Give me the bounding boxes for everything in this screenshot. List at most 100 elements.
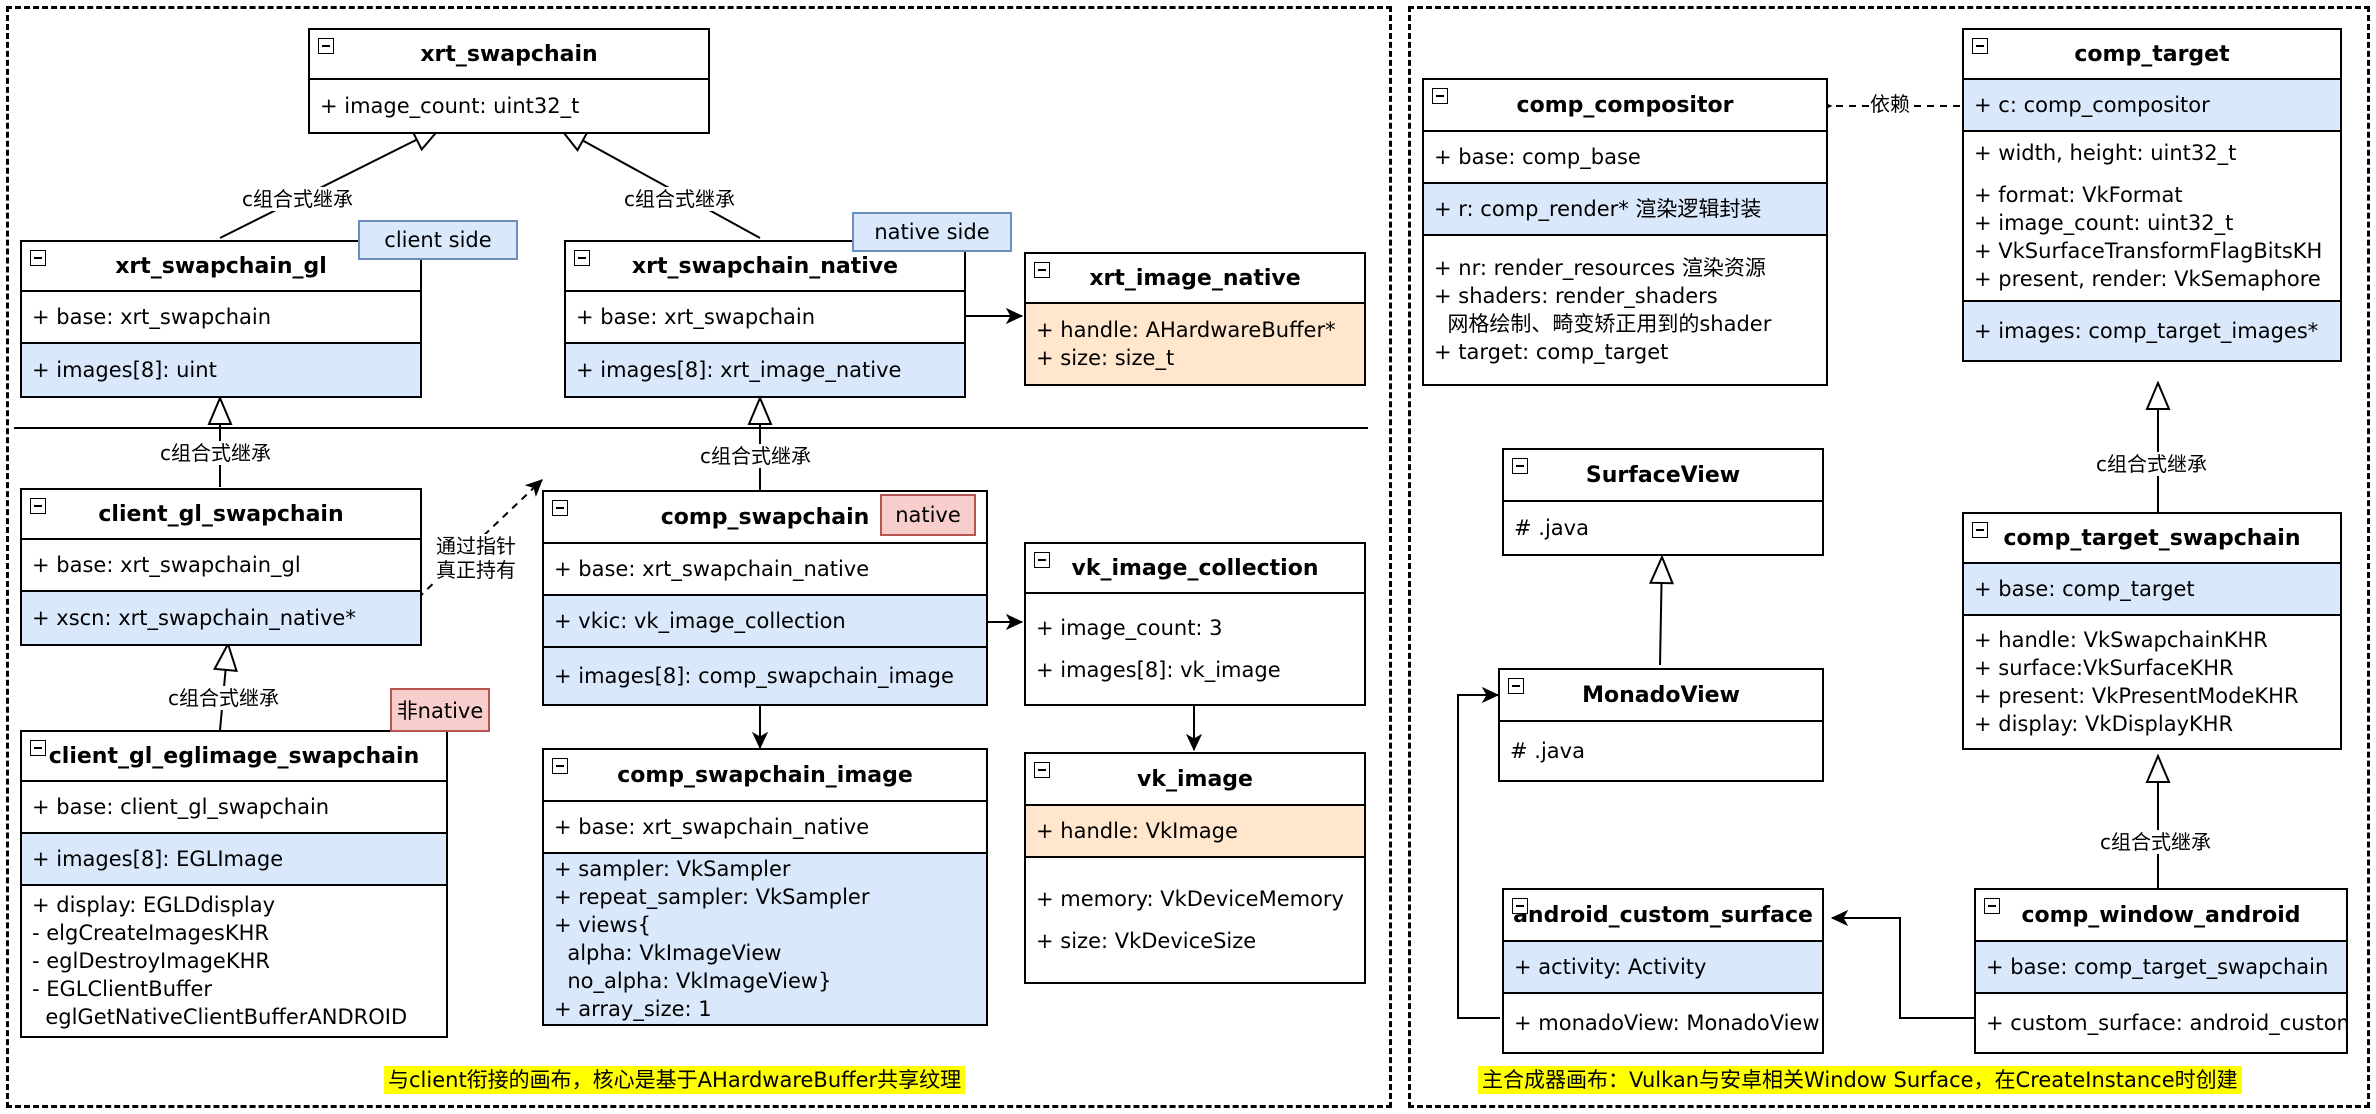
class-title-text: vk_image: [1137, 766, 1253, 792]
class-title-text: SurfaceView: [1585, 462, 1741, 488]
class-section: # .java: [1500, 722, 1822, 780]
class-section: + c: comp_compositor: [1964, 80, 2340, 132]
member-line: + r: comp_render* 渲染逻辑封装: [1434, 197, 1762, 221]
class-comp-window-android: comp_window_android+ base: comp_target_s…: [1974, 888, 2348, 1054]
member-line: eglGetNativeClientBufferANDROID: [32, 1005, 408, 1029]
member-line: + c: comp_compositor: [1974, 93, 2210, 117]
right-caption: 主合成器画布：Vulkan与安卓相关Window Surface，在Create…: [1478, 1066, 2242, 1094]
client-side-note: client side: [358, 220, 518, 260]
class-title: android_custom_surface: [1504, 890, 1822, 942]
class-title-text: xrt_swapchain_gl: [115, 253, 327, 279]
member-line: + image_count: 3: [1036, 616, 1223, 640]
collapse-icon[interactable]: [1034, 552, 1050, 568]
collapse-icon[interactable]: [1972, 522, 1988, 538]
class-section: + width, height: uint32_t + format: VkFor…: [1964, 132, 2340, 302]
collapse-icon[interactable]: [1034, 762, 1050, 778]
collapse-icon[interactable]: [574, 250, 590, 266]
right-panel: [1408, 6, 2370, 1108]
class-comp-compositor: comp_compositor+ base: comp_base+ r: com…: [1422, 78, 1828, 386]
class-section: + r: comp_render* 渲染逻辑封装: [1424, 184, 1826, 236]
member-line: + base: xrt_swapchain_gl: [32, 553, 301, 577]
class-section: + base: xrt_swapchain_native: [544, 544, 986, 596]
member-line: + images: comp_target_images*: [1974, 319, 2319, 343]
member-line: + vkic: vk_image_collection: [554, 609, 846, 633]
collapse-icon[interactable]: [1984, 898, 2000, 914]
member-line: + handle: VkImage: [1036, 819, 1238, 843]
member-line: + base: xrt_swapchain: [32, 305, 272, 329]
class-section: + vkic: vk_image_collection: [544, 596, 986, 648]
class-monadoview: MonadoView# .java: [1498, 668, 1824, 782]
collapse-icon[interactable]: [30, 740, 46, 756]
class-section: + custom_surface: android_custom: [1976, 994, 2346, 1052]
member-line: + VkSurfaceTransformFlagBitsKH: [1974, 239, 2323, 263]
collapse-icon[interactable]: [30, 250, 46, 266]
member-line: + present, render: VkSemaphore: [1974, 267, 2321, 291]
member-line: + image_count: uint32_t: [1974, 211, 2234, 235]
member-line: + width, height: uint32_t: [1974, 141, 2237, 165]
collapse-icon[interactable]: [1034, 262, 1050, 278]
class-title-text: xrt_swapchain: [420, 41, 598, 67]
class-xrt-image-native: xrt_image_native + handle: AHardwareBuffe…: [1024, 252, 1366, 386]
member-line: + images[8]: uint: [32, 358, 217, 382]
native-note: native: [880, 494, 976, 536]
member-line: + handle: AHardwareBuffer*: [1036, 318, 1336, 342]
class-section: # .java: [1504, 502, 1822, 554]
class-section: + nr: render_resources 渲染资源+ shaders: re…: [1424, 236, 1826, 384]
class-comp-swapchain-image: comp_swapchain_image+ base: xrt_swapchai…: [542, 748, 988, 1026]
class-vk-image-collection: vk_image_collection+ image_count: 3+ ima…: [1024, 542, 1366, 706]
member-line: - elgCreateImagesKHR: [32, 921, 269, 945]
inherit-label: c组合式继承: [624, 187, 735, 211]
collapse-icon[interactable]: [30, 498, 46, 514]
class-title-text: comp_window_android: [2021, 902, 2301, 928]
class-section: + image_count: 3+ images[8]: vk_image: [1026, 594, 1364, 704]
class-section: + base: comp_base: [1424, 132, 1826, 184]
class-vk-image: vk_image + handle: VkImage + memory: VkDev…: [1024, 752, 1366, 984]
non-native-note: 非native: [390, 688, 490, 732]
member-line: + base: client_gl_swapchain: [32, 795, 330, 819]
member-line: + surface:VkSurfaceKHR: [1974, 656, 2234, 680]
class-title-text: comp_target_swapchain: [2003, 525, 2301, 551]
class-section: + base: comp_target: [1964, 564, 2340, 616]
class-title: comp_swapchain_image: [544, 750, 986, 802]
class-surfaceview: SurfaceView # .java: [1502, 448, 1824, 556]
class-title-text: comp_swapchain: [660, 504, 870, 530]
class-section: + base: xrt_swapchain_native: [544, 802, 986, 854]
class-section: + images: comp_target_images*: [1964, 302, 2340, 360]
member-line: + size: VkDeviceSize: [1036, 929, 1257, 953]
collapse-icon[interactable]: [1432, 88, 1448, 104]
class-xrt-swapchain-gl: xrt_swapchain_gl + base: xrt_swapchain + i…: [20, 240, 422, 398]
class-android-custom-surface: android_custom_surface + activity: Activi…: [1502, 888, 1824, 1054]
class-section: + memory: VkDeviceMemory + size: VkDevice…: [1026, 858, 1364, 982]
member-line: + present: VkPresentModeKHR: [1974, 684, 2299, 708]
class-title: comp_target_swapchain: [1964, 514, 2340, 564]
member-line: + base: xrt_swapchain: [576, 305, 816, 329]
inherit-label: c组合式继承: [2100, 830, 2211, 854]
member-line: + base: xrt_swapchain_native: [554, 557, 870, 581]
member-line: + target: comp_target: [1434, 340, 1669, 364]
class-title: SurfaceView: [1504, 450, 1822, 502]
class-title: xrt_image_native: [1026, 254, 1364, 304]
class-section: + images[8]: uint: [22, 344, 420, 396]
inherit-gl-to-xrt: [219, 128, 440, 239]
member-line: + images[8]: xrt_image_native: [576, 358, 902, 382]
collapse-icon[interactable]: [552, 500, 568, 516]
hold-label: 通过指针 真正持有: [436, 534, 516, 582]
collapse-icon[interactable]: [318, 38, 334, 54]
collapse-icon[interactable]: [1508, 678, 1524, 694]
member-line: no_alpha: VkImageView}: [554, 969, 832, 993]
collapse-icon[interactable]: [1512, 458, 1528, 474]
inherit-native-to-xrt: [560, 128, 761, 239]
collapse-icon[interactable]: [552, 758, 568, 774]
class-title-text: xrt_swapchain_native: [631, 253, 899, 279]
class-title-text: android_custom_surface: [1513, 902, 1813, 928]
member-line: + format: VkFormat: [1974, 183, 2183, 207]
member-line: + activity: Activity: [1514, 955, 1707, 979]
class-title: comp_target: [1964, 30, 2340, 80]
member-line: - EGLClientBuffer: [32, 977, 213, 1001]
inherit-label: c组合式继承: [700, 444, 811, 468]
member-line: # .java: [1510, 739, 1585, 763]
collapse-icon[interactable]: [1512, 898, 1528, 914]
class-comp-swapchain: comp_swapchain + base: xrt_swapchain_nati…: [542, 490, 988, 706]
member-line: + memory: VkDeviceMemory: [1036, 887, 1344, 911]
collapse-icon[interactable]: [1972, 38, 1988, 54]
